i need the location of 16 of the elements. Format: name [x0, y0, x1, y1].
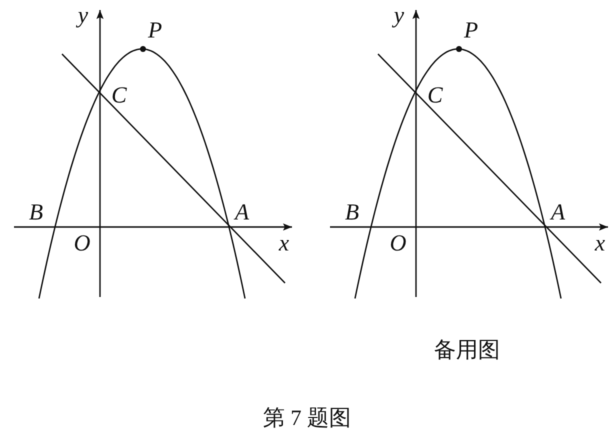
axis-label: x: [278, 232, 290, 254]
point-label: B: [28, 200, 44, 224]
point-label: C: [111, 84, 127, 106]
point-label: A: [550, 200, 566, 224]
point-label: P: [148, 18, 162, 42]
figure-caption: 第 7 题图: [263, 407, 351, 429]
axis-label: y: [78, 4, 88, 26]
point-label: P: [464, 18, 478, 42]
origin-label: O: [390, 232, 406, 254]
point-label: B: [344, 200, 360, 224]
figure-subcaption: 备用图: [434, 339, 500, 361]
point-label: A: [234, 200, 250, 224]
axis-label: y: [394, 4, 404, 26]
point-label: C: [427, 84, 443, 106]
axis-label: x: [594, 232, 606, 254]
origin-label: O: [74, 232, 90, 254]
